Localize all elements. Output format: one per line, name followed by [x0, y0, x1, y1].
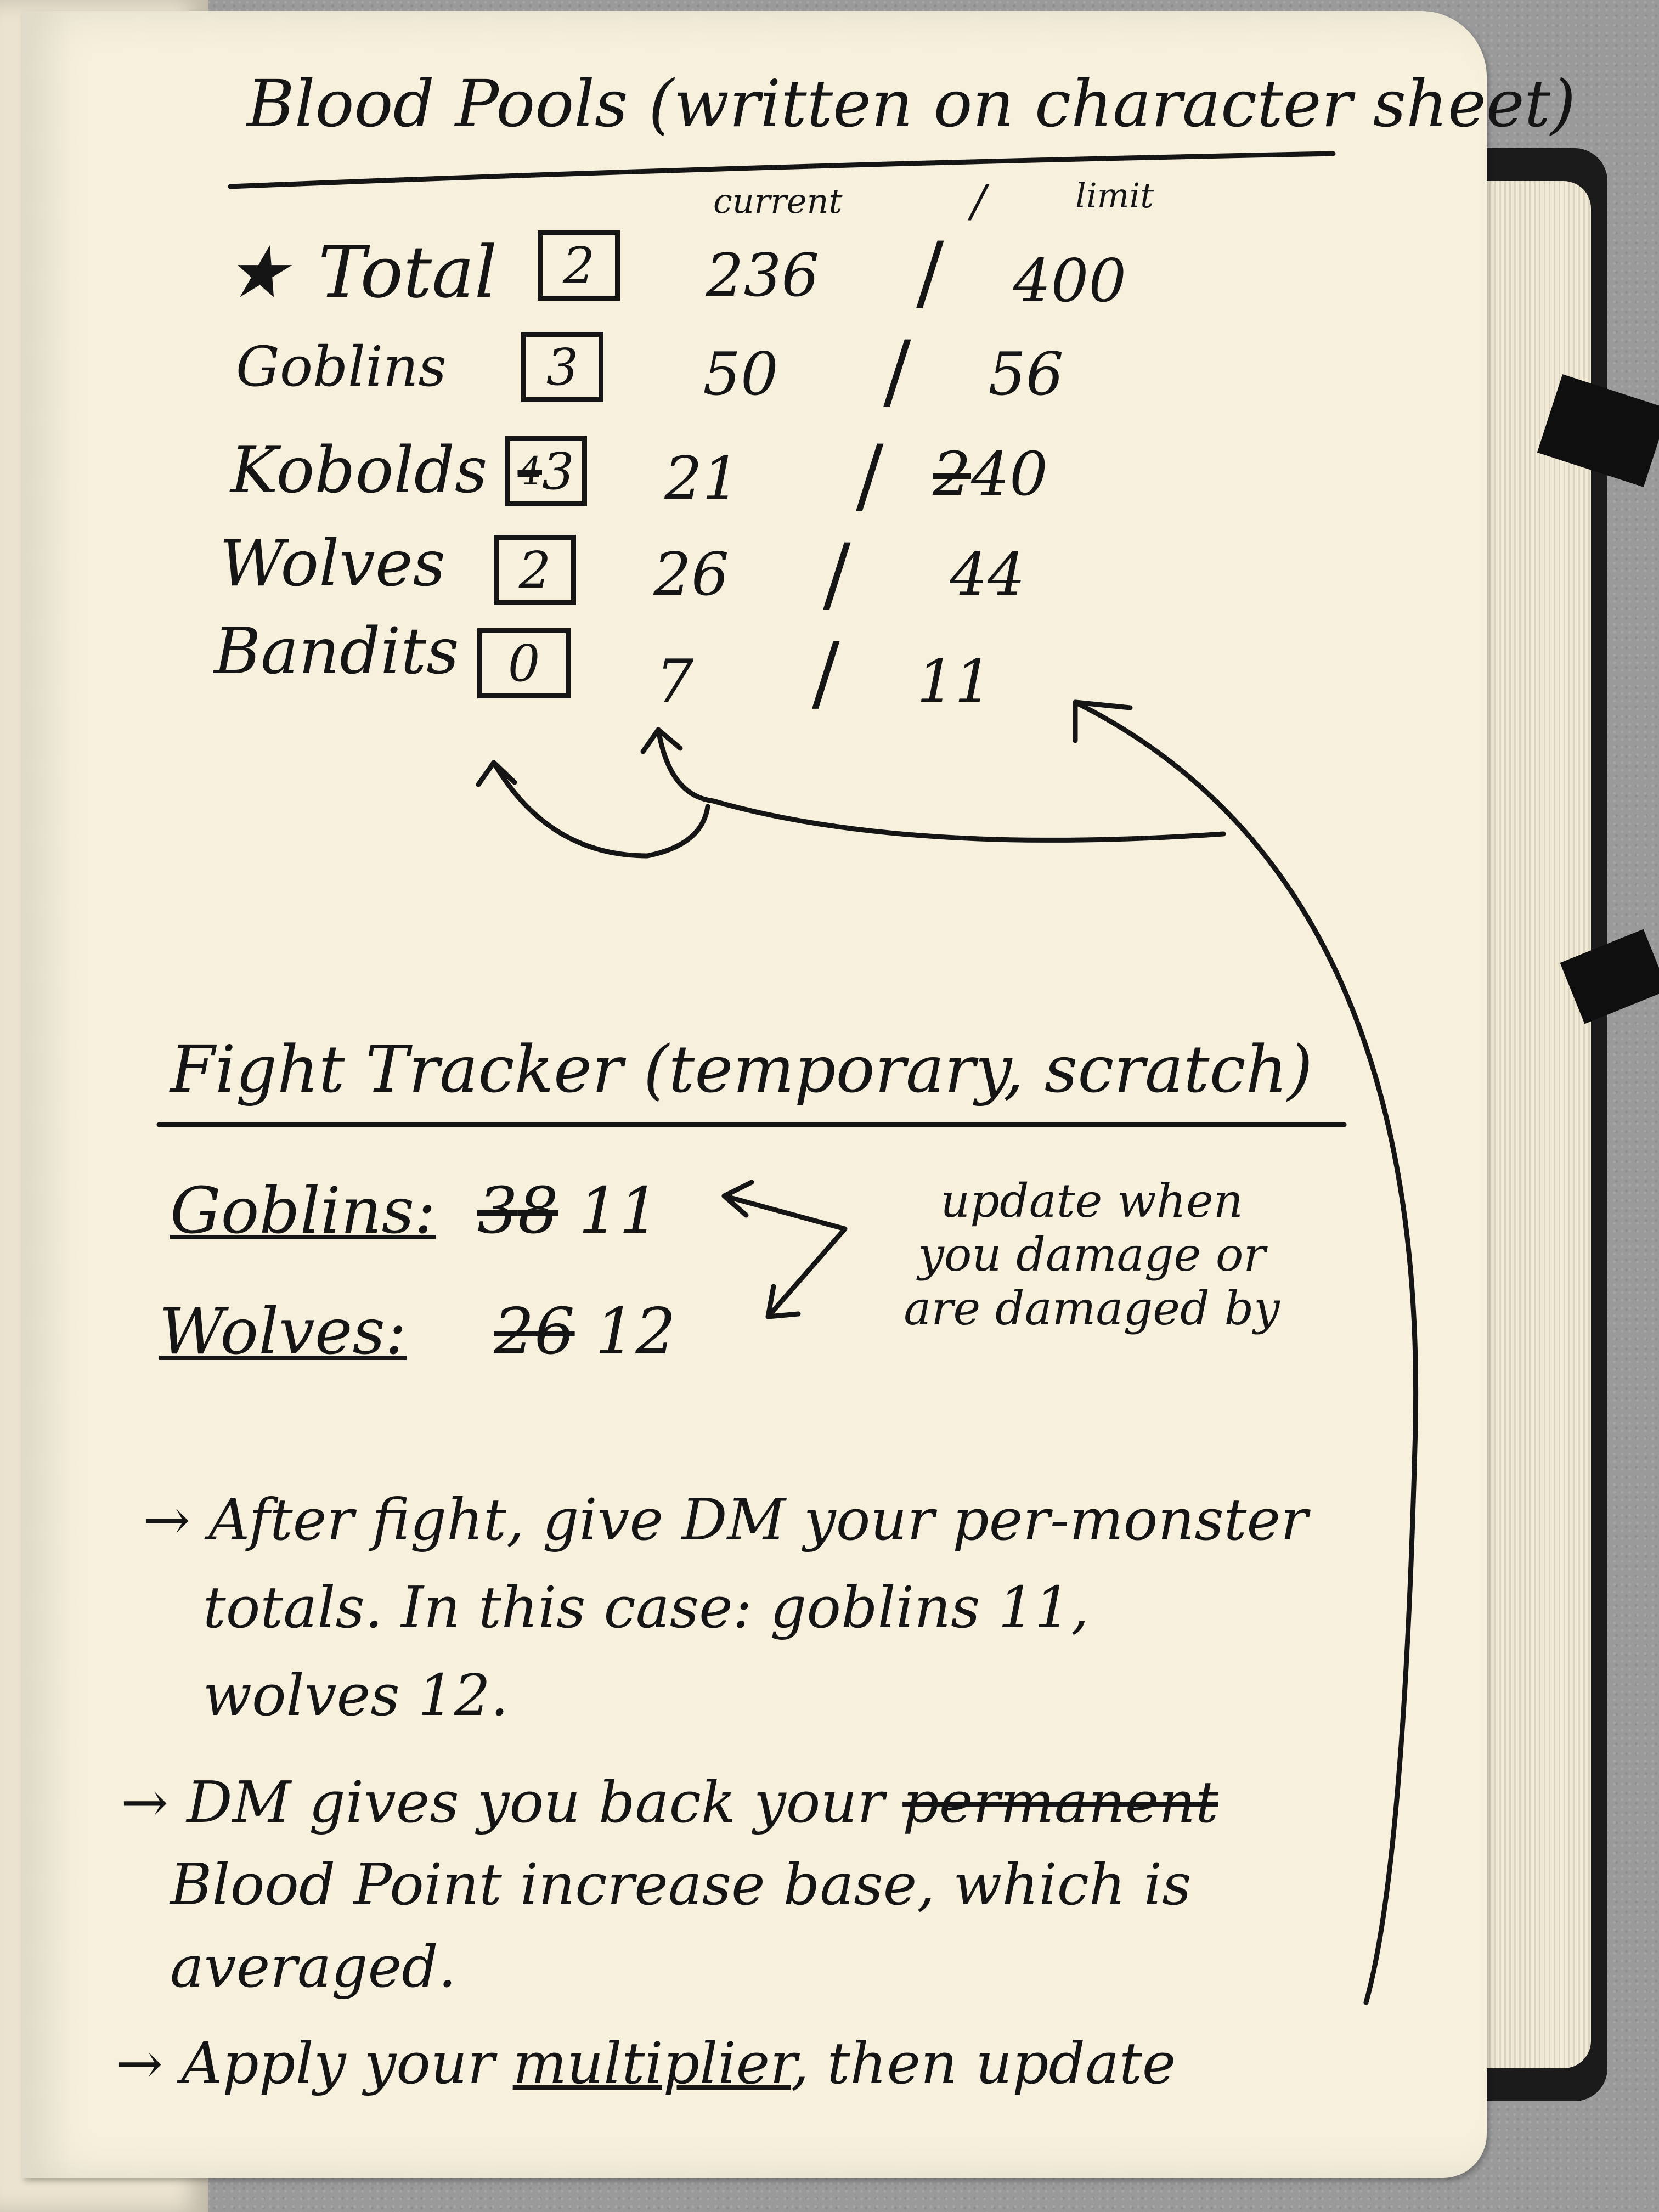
struck-word: permanent [902, 1769, 1218, 1836]
row-limit-wolves: 44 [950, 540, 1025, 609]
tracker-label-goblins: Goblins: [170, 1174, 436, 1248]
row-box-total: 2 [538, 230, 620, 301]
row-label-goblins: Goblins [236, 335, 447, 399]
struck-value: 3 [477, 1174, 518, 1248]
row-box-goblins: 3 [521, 332, 603, 402]
row-box-wolves: 2 [494, 535, 576, 605]
note-line: Blood Point increase base, which is [170, 1851, 1192, 1918]
tracker-current: 12 [595, 1295, 676, 1369]
row-label-bandits: Bandits [214, 614, 459, 689]
note-line: After fight, give DM your per-monster [208, 1486, 1308, 1553]
row-label-total: Total [318, 230, 498, 314]
curved-arrow-box [491, 760, 710, 859]
note-line: averaged. [170, 1933, 456, 2000]
long-curve-to-update [1073, 699, 1419, 2005]
row-current-total: 236 [706, 241, 820, 310]
struck-value: 6 [534, 1295, 575, 1369]
title-rule [228, 151, 1336, 189]
side-note: update when you damage or are damaged by [856, 1174, 1328, 1335]
arrow-icon: → [115, 2030, 163, 2097]
box-value: 3 [542, 442, 574, 501]
tracker-current: 11 [578, 1174, 660, 1248]
column-header-divider: / [971, 176, 986, 227]
row-current-wolves: 26 [653, 540, 729, 609]
row-label-kobolds: Kobolds [230, 433, 488, 507]
side-note-line: update when [940, 1174, 1243, 1228]
note-line: Apply your [181, 2030, 513, 2097]
note-line: DM gives you back your [187, 1769, 903, 1836]
row-current-goblins: 50 [703, 340, 778, 409]
row-slash: / [812, 625, 840, 721]
struck-value: 2 [494, 1295, 534, 1369]
row-limit-goblins: 56 [988, 340, 1064, 409]
row-slash: / [883, 324, 911, 419]
curved-arrow-current [656, 727, 1226, 843]
note-line: wolves 12. [203, 1662, 509, 1729]
side-note-line: are damaged by [904, 1282, 1280, 1335]
tracker-label-wolves: Wolves: [159, 1295, 407, 1369]
note-2: → DM gives you back your permanent Blood… [121, 1761, 1218, 2008]
arrow-icon: → [121, 1769, 169, 1836]
column-header-limit: limit [1075, 176, 1154, 216]
notebook-page [22, 11, 1487, 2178]
fight-tracker-title: Fight Tracker (temporary, scratch) [170, 1031, 1313, 1107]
row-current-bandits: 7 [656, 647, 694, 716]
struck-value: 4 [517, 449, 542, 494]
star-icon: ★ [225, 230, 289, 314]
row-slash: / [856, 428, 884, 523]
note-line: , then update [791, 2030, 1176, 2097]
row-current-kobolds: 21 [664, 444, 740, 513]
row-limit-bandits: 11 [917, 647, 992, 716]
row-limit-total: 400 [1013, 247, 1127, 315]
arrow-icon: → [143, 1486, 191, 1553]
side-note-line: you damage or [918, 1228, 1266, 1282]
row-slash: / [916, 225, 944, 320]
row-box-bandits: 0 [477, 628, 571, 698]
tracker-value-goblins: 38 11 [477, 1174, 659, 1248]
note-line: totals. In this case: goblins 11, [203, 1574, 1089, 1641]
row-slash: / [823, 527, 851, 622]
struck-value: 2 [933, 439, 971, 509]
page-edges [1481, 181, 1591, 2068]
limit-value: 40 [971, 439, 1048, 509]
underlined-word: multiplier [512, 2030, 791, 2097]
column-header-current: current [713, 181, 843, 221]
struck-value: 8 [517, 1174, 558, 1248]
tracker-arrows [721, 1193, 848, 1319]
note-1: → After fight, give DM your per-monster … [143, 1476, 1308, 1739]
row-label-wolves: Wolves [219, 527, 446, 601]
row-limit-kobolds: 240 [933, 439, 1048, 509]
tracker-value-wolves: 26 12 [494, 1295, 676, 1369]
note-3: → Apply your multiplier, then update [115, 2030, 1176, 2097]
blood-pools-title: Blood Pools (written on character sheet) [247, 66, 1576, 142]
row-box-kobolds: 4 3 [505, 436, 587, 506]
